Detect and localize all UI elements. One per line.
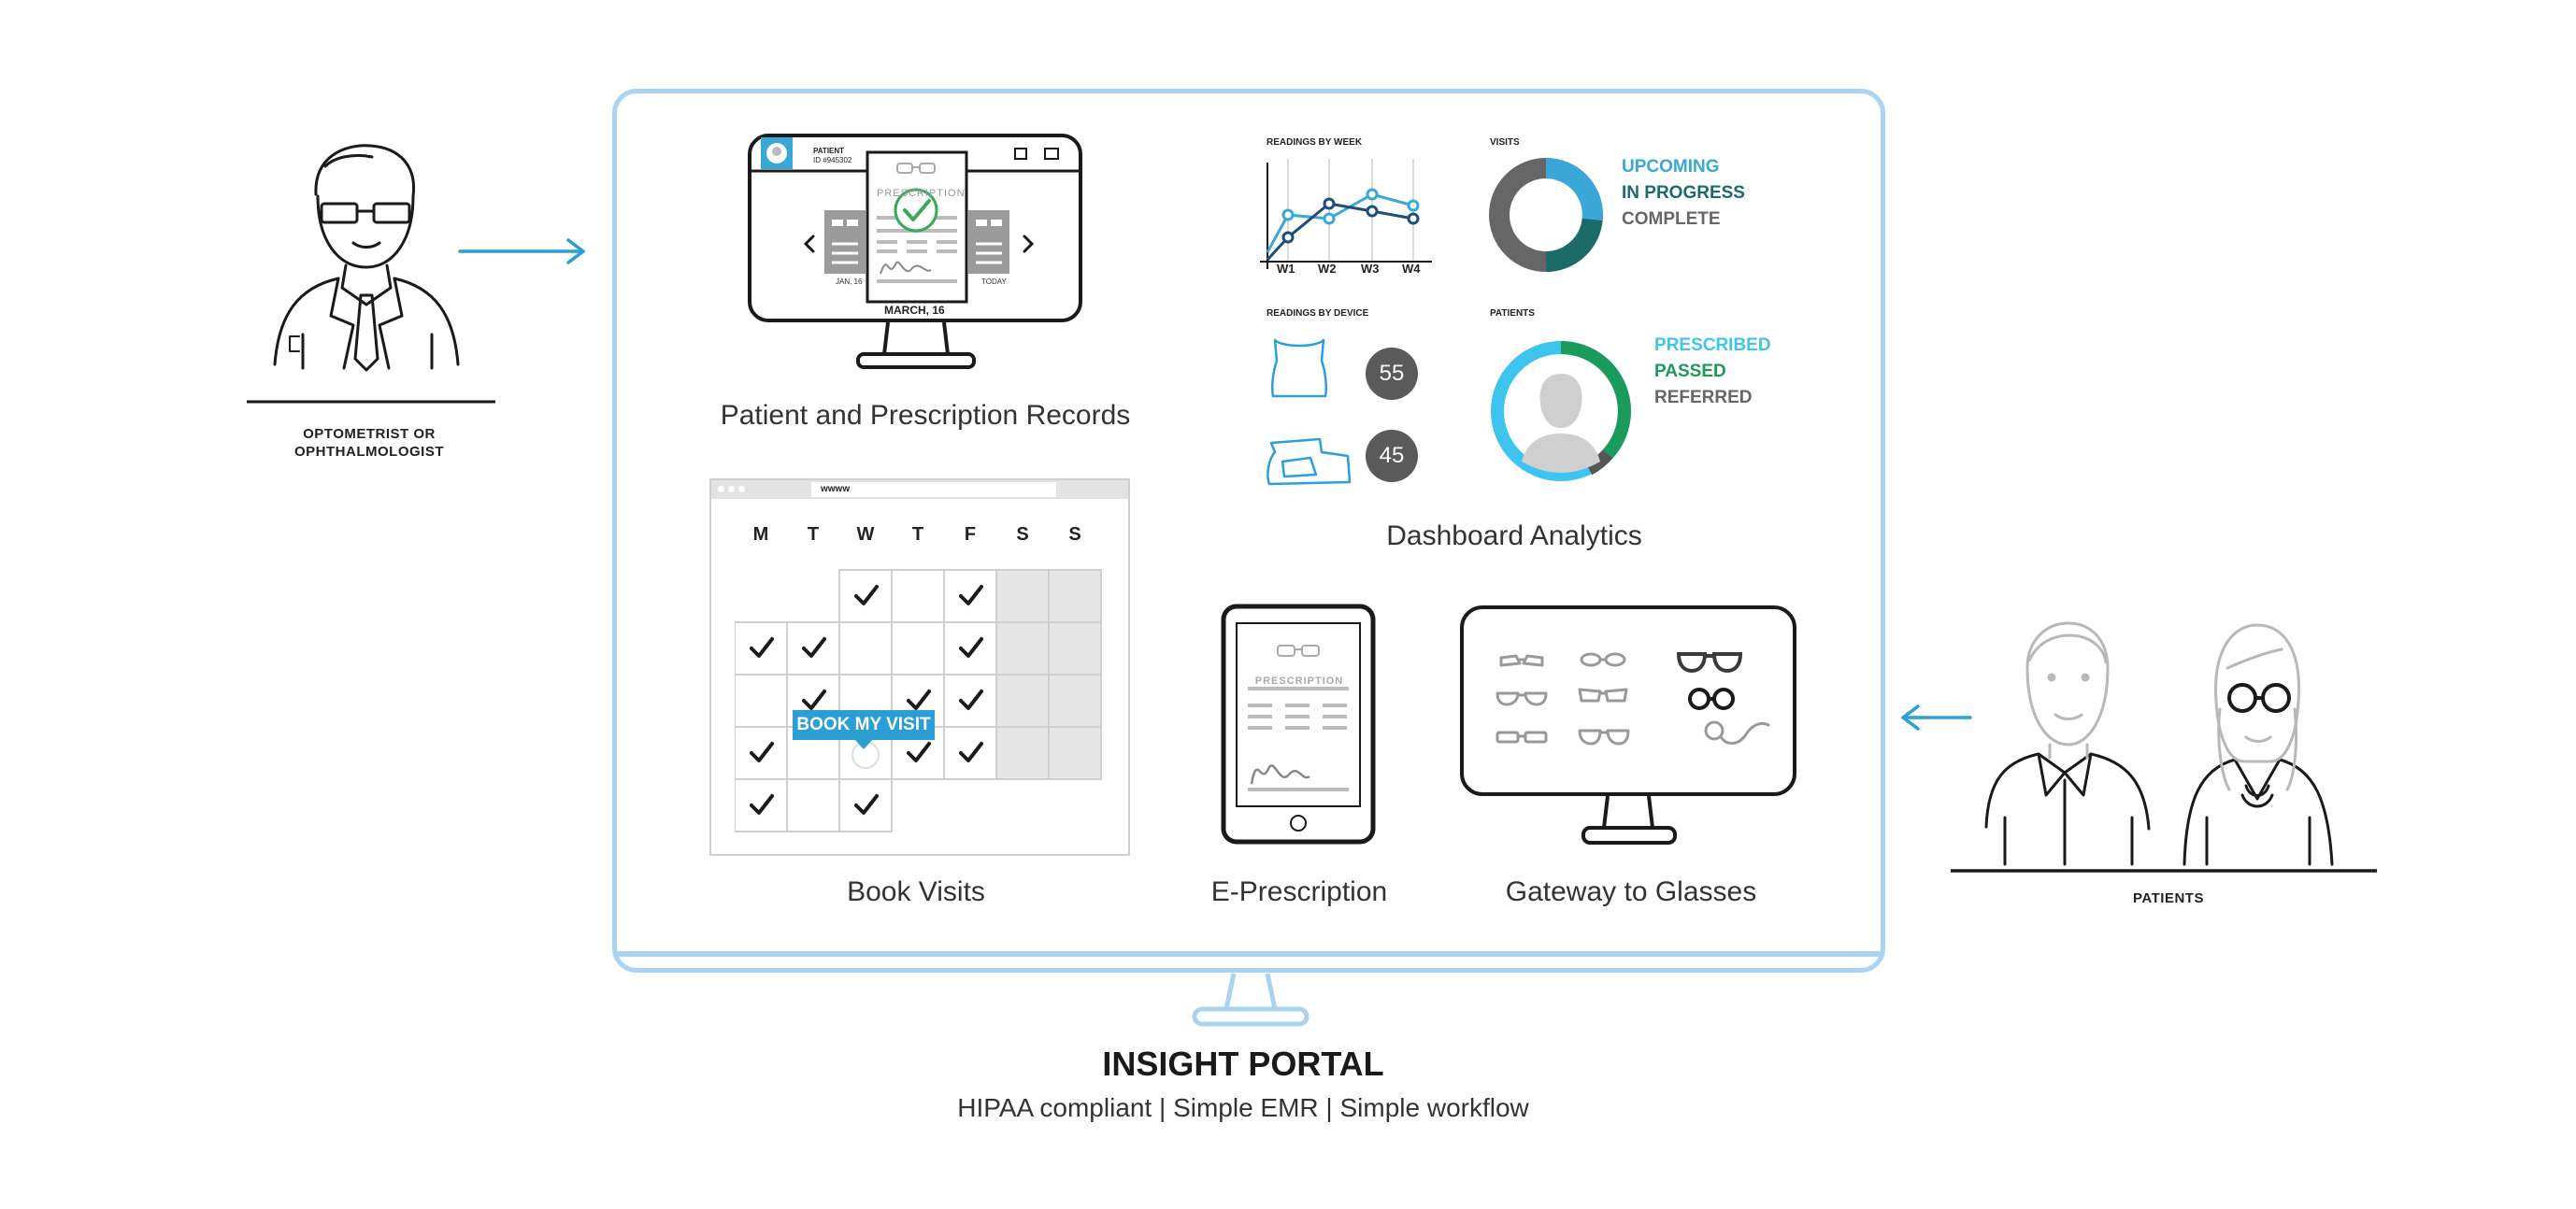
day-header-fri: F	[964, 524, 977, 545]
records-patient-id: ID #945302	[813, 156, 852, 164]
day-header-tue: T	[807, 524, 820, 545]
patients-chart-title: PATIENTS	[1490, 308, 1535, 319]
book-my-visit-button[interactable]: BOOK MY VISIT	[793, 710, 935, 740]
calendar-url-bar[interactable]: wwww	[811, 482, 1056, 497]
check-icon	[959, 742, 983, 762]
visits-donut	[1489, 158, 1603, 272]
device-count-badge-2: 45	[1366, 430, 1418, 482]
tablet-illustration	[1221, 604, 1376, 845]
browser-dot	[718, 486, 724, 492]
visits-legend-complete: COMPLETE	[1622, 209, 1721, 229]
eprescription-caption: E-Prescription	[1210, 876, 1388, 907]
week-tick-2: W2	[1318, 262, 1337, 276]
glasses-monitor	[1460, 605, 1796, 845]
visits-legend: UPCOMING IN PROGRESS COMPLETE	[1622, 154, 1745, 233]
records-card-title: PRESCRIPTION	[877, 188, 966, 199]
records-caption: Patient and Prescription Records	[720, 400, 1131, 431]
arrow-left-icon	[1901, 704, 1972, 731]
navy-point	[1281, 231, 1295, 244]
device-count-badge-1: 55	[1366, 348, 1418, 400]
dashboard-caption: Dashboard Analytics	[1386, 520, 1642, 551]
check-icon	[854, 585, 879, 605]
blue-point	[1366, 188, 1379, 201]
check-icon	[959, 585, 983, 605]
vest-device-icon	[1270, 338, 1328, 398]
check-icon	[959, 690, 983, 710]
check-icon	[854, 794, 879, 815]
visits-title: VISITS	[1490, 137, 1520, 148]
blue-point	[1407, 199, 1420, 212]
portal-monitor-stand	[1192, 973, 1309, 1027]
portal-monitor-bezel	[615, 951, 1882, 957]
day-header-sun: S	[1068, 524, 1081, 545]
browser-dot	[728, 486, 735, 492]
check-icon	[907, 742, 931, 762]
portal-title: INSIGHT PORTAL	[1102, 1045, 1384, 1083]
calendar-caption: Book Visits	[847, 876, 985, 907]
check-icon	[802, 690, 826, 710]
week-tick-1: W1	[1277, 262, 1295, 276]
series-blue-line	[1266, 192, 1414, 253]
patients-donut	[1491, 341, 1631, 481]
day-header-wed: W	[856, 524, 875, 545]
visits-legend-in-progress: IN PROGRESS	[1622, 183, 1745, 203]
patients-label: PATIENTS	[2133, 890, 2204, 906]
day-header-sat: S	[1016, 524, 1029, 545]
week-tick-3: W3	[1361, 262, 1380, 276]
check-icon	[907, 690, 931, 710]
patients-legend-referred: REFERRED	[1654, 388, 1753, 407]
arrow-right-icon	[458, 238, 585, 264]
check-icon	[802, 637, 826, 658]
readings-device-title: READINGS BY DEVICE	[1267, 308, 1369, 319]
records-center-date: MARCH, 16	[884, 304, 945, 317]
readings-week-title: READINGS BY WEEK	[1267, 137, 1363, 148]
records-patient-label: PATIENT	[813, 147, 845, 155]
patients-legend-passed: PASSED	[1654, 362, 1726, 381]
navy-point	[1366, 205, 1379, 218]
glasses-caption: Gateway to Glasses	[1505, 876, 1757, 907]
browser-dot	[738, 486, 745, 492]
visits-legend-upcoming: UPCOMING	[1622, 157, 1720, 177]
calendar-grid[interactable]	[735, 568, 1103, 835]
portal-monitor-frame	[612, 89, 1885, 973]
doctor-label: OPTOMETRIST OR OPHTHALMOLOGIST	[294, 426, 444, 460]
patients-legend-prescribed: PRESCRIBED	[1654, 335, 1771, 355]
check-icon	[959, 637, 983, 658]
blue-point	[1323, 212, 1336, 225]
check-icon	[750, 637, 774, 658]
navy-point	[1407, 212, 1420, 225]
readings-week-line-chart	[1260, 159, 1432, 269]
doctor-illustration	[247, 144, 495, 404]
calendar-day-headers: M T W T F S S	[735, 524, 1101, 546]
book-button-pointer	[854, 739, 873, 749]
week-tick-4: W4	[1402, 262, 1421, 276]
records-left-date: JAN, 16	[836, 277, 863, 286]
scanner-device-icon	[1267, 437, 1352, 486]
eprescription-card-title: PRESCRIPTION	[1254, 676, 1344, 687]
check-icon	[750, 742, 774, 762]
day-header-thu: T	[911, 524, 924, 545]
day-header-mon: M	[752, 524, 769, 545]
records-right-date: TODAY	[981, 277, 1007, 286]
patients-illustration	[1951, 621, 2377, 873]
portal-subtitle: HIPAA compliant | Simple EMR | Simple wo…	[957, 1093, 1529, 1122]
patients-legend: PRESCRIBED PASSED REFERRED	[1654, 333, 1771, 411]
blue-point	[1281, 208, 1295, 221]
check-icon	[750, 794, 774, 815]
records-monitor	[748, 134, 1082, 369]
navy-point	[1323, 197, 1336, 210]
